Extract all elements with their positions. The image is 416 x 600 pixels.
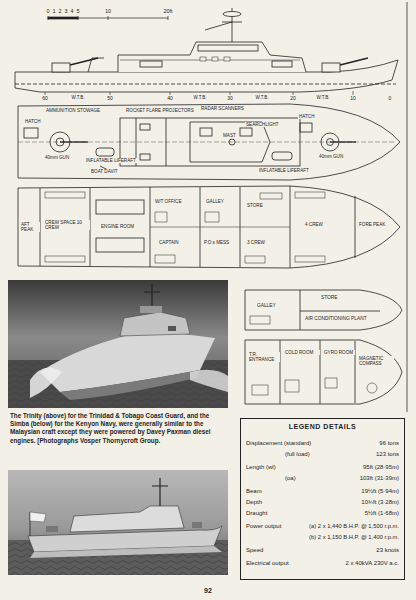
spec-value: (a) 2 x 1,440 B.H.P. @ 1,500 r.p.m. xyxy=(309,523,399,529)
spec-name: Length (wl) xyxy=(246,464,276,471)
compartment-label: MAGNETIC COMPASS xyxy=(358,356,394,366)
compartment-label: FORE PEAK xyxy=(358,222,388,227)
spec-name: Power output xyxy=(246,523,281,530)
photo-caption: The Trinity (above) for the Trinidad & T… xyxy=(10,412,226,445)
station-mark: W.T.B. xyxy=(71,96,84,101)
spec-name: Displacement (standard) xyxy=(246,440,311,447)
deck-label: MAST xyxy=(222,133,237,138)
station-mark: 50 xyxy=(107,96,113,102)
deck-label: 40mm GUN xyxy=(318,154,344,159)
compartment-label: ENGINE ROOM xyxy=(100,224,135,229)
compartment-label: T.R. ENTRANCE xyxy=(248,352,280,362)
compartment-label: 4 CREW xyxy=(304,222,324,227)
deck-label: INFLATABLE LIFERAFT xyxy=(85,158,137,163)
spec-name: Electrical output xyxy=(246,560,289,567)
spec-name: (full load) xyxy=(285,451,310,458)
station-mark: W.T.B. xyxy=(316,96,329,101)
compartment-label: CREW SPACE 10 CREW xyxy=(44,220,90,230)
compartment-label: AFT PEAK xyxy=(20,222,40,232)
box-title: LEGEND DETAILS xyxy=(241,419,404,430)
deck-label: INFLATABLE LIFERAFT xyxy=(258,168,310,173)
station-mark: 60 xyxy=(42,96,48,102)
station-mark: 20 xyxy=(290,96,296,102)
station-mark: 30 xyxy=(227,96,233,102)
deck-label: AMMUNITION STOWAGE xyxy=(45,108,101,113)
spec-name: Speed xyxy=(246,547,263,554)
spec-value: (b) 2 x 1,150 B.H.P. @ 1,400 r.p.m. xyxy=(309,534,399,540)
scale-number: 1 xyxy=(52,8,55,14)
deck-label: HATCH xyxy=(24,119,41,124)
compartment-label: GALLEY xyxy=(256,303,277,308)
spec-name: Draught xyxy=(246,510,267,517)
compartment-label: W/T OFFICE xyxy=(154,199,182,204)
station-mark: 40 xyxy=(167,96,173,102)
compartment-label: CAPTAIN xyxy=(158,240,180,245)
station-mark: W.T.B. xyxy=(193,96,206,101)
deck-label: 40mm GUN xyxy=(44,155,70,160)
spec-value: 19½ft (5·94m) xyxy=(361,488,399,495)
spec-value: 96 tons xyxy=(379,440,399,447)
compartment-label: COLD ROOM xyxy=(284,350,320,355)
compartment-label: P.O.s MESS xyxy=(203,240,230,245)
spec-value: 103ft (31·39m) xyxy=(360,475,399,482)
spec-value: 95ft (28·95m) xyxy=(363,464,399,471)
station-mark: W.T.B. xyxy=(255,96,268,101)
scale-number: 2 xyxy=(58,8,61,14)
spec-value: 10¾ft (3·28m) xyxy=(361,499,399,506)
compartment-label: GALLEY xyxy=(205,199,225,204)
page-number: 92 xyxy=(204,587,212,595)
deck-label: BOAT DAVIT xyxy=(90,169,119,174)
station-mark: 10 xyxy=(350,96,356,102)
scale-number: 0 xyxy=(46,8,49,14)
spec-name: Depth xyxy=(246,499,262,506)
deck-label: HATCH xyxy=(298,114,315,119)
scale-number: 10 xyxy=(105,8,111,14)
station-mark: 0 xyxy=(389,96,392,102)
spec-value: 123 tons xyxy=(376,451,399,458)
spec-value: 5½ft (1·68m) xyxy=(365,510,399,517)
scale-number: 4 xyxy=(70,8,73,14)
spec-name: (oa) xyxy=(285,475,296,482)
compartment-label: 3 CREW xyxy=(246,240,266,245)
deck-label: SEARCHLIGHT xyxy=(245,122,280,127)
spec-name: Beam xyxy=(246,488,262,495)
compartment-label: STORE xyxy=(246,203,264,208)
compartment-label: GYRO ROOM xyxy=(323,350,355,355)
scale-number: 20ft xyxy=(163,8,172,14)
scale-number: 5 xyxy=(76,8,79,14)
spec-value: 2 x 40kVA 230V a.c. xyxy=(345,560,399,567)
scale-number: 3 xyxy=(64,8,67,14)
deck-label: RADAR SCANNERS xyxy=(200,106,245,111)
compartment-label: STORE xyxy=(320,295,338,300)
deck-label: ROCKET FLARE PROJECTORS xyxy=(125,108,195,113)
spec-value: 23 knots xyxy=(376,547,399,554)
compartment-label: AIR CONDITIONING PLANT xyxy=(304,316,368,321)
